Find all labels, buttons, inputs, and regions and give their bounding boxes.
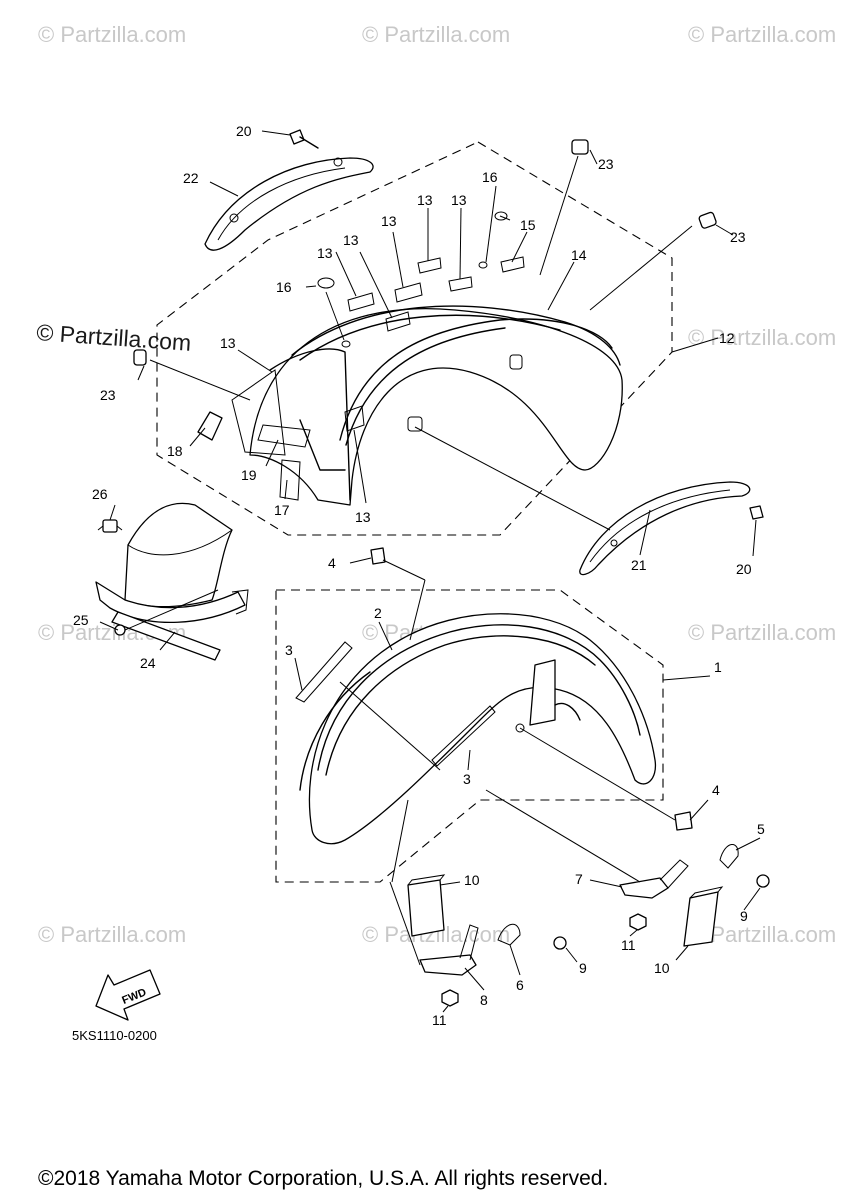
callout-13: 13 <box>355 509 371 525</box>
callout-10: 10 <box>654 960 670 976</box>
callout-26: 26 <box>92 486 108 502</box>
grommet[interactable] <box>133 139 717 366</box>
callout-7: 7 <box>575 871 583 887</box>
callout-13: 13 <box>317 245 333 261</box>
copyright-notice: ©2018 Yamaha Motor Corporation, U.S.A. A… <box>38 1167 608 1190</box>
callout-2: 2 <box>374 605 382 621</box>
callout-20: 20 <box>736 561 752 577</box>
callout-1: 1 <box>714 659 722 675</box>
screw[interactable] <box>553 874 770 950</box>
callout-6: 6 <box>516 977 524 993</box>
reflector-right[interactable] <box>683 886 724 947</box>
bolt[interactable] <box>370 547 693 831</box>
watermark: © Partzilla.com <box>688 325 836 350</box>
callout-13: 13 <box>343 232 359 248</box>
callout-20: 20 <box>236 123 252 139</box>
rear-fender[interactable] <box>231 305 623 506</box>
watermark: © Partzilla.com <box>362 22 510 47</box>
diagram-code: 5KS1110-0200 <box>72 1028 157 1043</box>
callout-25: 25 <box>73 612 89 628</box>
callout-23: 23 <box>730 229 746 245</box>
callout-17: 17 <box>274 502 290 518</box>
callout-13: 13 <box>451 192 467 208</box>
callout-4: 4 <box>328 555 336 571</box>
reflector-bracket-right[interactable] <box>619 859 689 899</box>
wire-clamp[interactable] <box>497 844 739 946</box>
fwd-arrow-icon: FWD <box>95 969 161 1021</box>
watermark: © Partzilla.com <box>38 922 186 947</box>
watermark: © Partzilla.com <box>38 22 186 47</box>
callout-24: 24 <box>140 655 156 671</box>
fender-rail-left[interactable] <box>204 157 374 251</box>
callout-8: 8 <box>480 992 488 1008</box>
callout-5: 5 <box>757 821 765 837</box>
side-cover[interactable] <box>197 411 223 441</box>
tail-light-cover[interactable] <box>95 502 249 661</box>
watermark: © Partzilla.com <box>688 620 836 645</box>
callout-9: 9 <box>579 960 587 976</box>
callout-23: 23 <box>598 156 614 172</box>
callout-9: 9 <box>740 908 748 924</box>
fender-decal[interactable] <box>295 641 496 767</box>
fender-rail-right[interactable] <box>579 481 751 576</box>
callout-21: 21 <box>631 557 647 573</box>
callout-16: 16 <box>482 169 498 185</box>
callout-19: 19 <box>241 467 257 483</box>
clip[interactable] <box>97 519 123 533</box>
watermark: © Partzilla.com <box>688 22 836 47</box>
callout-3: 3 <box>463 771 471 787</box>
callout-23: 23 <box>100 387 116 403</box>
watermark-large: © Partzilla.com <box>36 319 192 356</box>
reflector-left[interactable] <box>407 874 446 937</box>
callout-11: 11 <box>621 937 636 953</box>
callout-18: 18 <box>167 443 183 459</box>
callout-13: 13 <box>381 213 397 229</box>
bolt[interactable] <box>289 129 764 520</box>
callout-11: 11 <box>432 1012 447 1028</box>
screw[interactable] <box>114 624 126 636</box>
callout-numbers: 1 2 3 3 4 4 5 6 7 8 9 9 10 10 11 11 12 1… <box>73 123 765 1028</box>
callout-12: 12 <box>719 330 735 346</box>
callout-4: 4 <box>712 782 720 798</box>
front-fender-group-outline <box>275 589 664 883</box>
callout-14: 14 <box>571 247 587 263</box>
callout-16: 16 <box>276 279 292 295</box>
callout-3: 3 <box>285 642 293 658</box>
reflector-bracket-left[interactable] <box>419 924 479 976</box>
decal-set[interactable] <box>317 211 525 432</box>
callout-10: 10 <box>464 872 480 888</box>
leader-lines <box>99 130 761 1013</box>
callout-22: 22 <box>183 170 199 186</box>
callout-15: 15 <box>520 217 536 233</box>
callout-13: 13 <box>417 192 433 208</box>
callout-13: 13 <box>220 335 236 351</box>
rear-fender-group-outline <box>156 141 673 536</box>
nut[interactable] <box>441 913 647 1007</box>
